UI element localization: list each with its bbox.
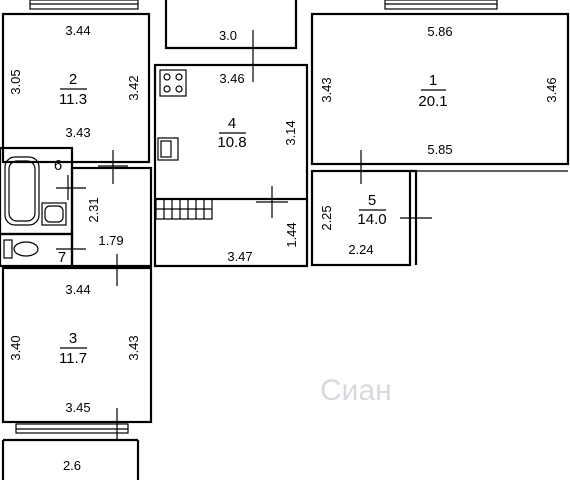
balcony-top [164,0,298,50]
room-1-dim-bottom: 5.85 [427,142,452,157]
room-4-area: 10.8 [217,134,246,151]
room-3-dim-top: 3.44 [65,282,90,297]
room-1-dim-left: 3.43 [319,77,334,102]
room-2-walls [1,12,151,164]
balcony-bottom [1,423,140,480]
room-1-dim-right: 3.46 [544,77,559,102]
room-3-dim-right: 3.43 [126,335,141,360]
room-4-dim-right: 3.14 [283,120,298,145]
room-1-walls [310,12,570,166]
room-6-number: 6 [54,157,62,174]
watermark: Сиан [320,374,392,407]
balcony-bottom-dim: 2.6 [63,458,81,473]
room-1-area: 20.1 [418,93,447,110]
room-3-number: 3 [69,330,77,347]
door-marks [56,30,432,440]
room-3-dim-bottom: 3.45 [65,400,90,415]
room-2-dim-top: 3.44 [65,23,90,38]
balcony-top-dim: 3.0 [219,28,237,43]
room-2-dim-left: 3.05 [8,69,23,94]
room-5-dim-bottom: 2.24 [348,242,373,257]
room-5-area: 14.0 [357,211,386,228]
room-1-number: 1 [429,72,437,89]
corridor-width-dim: 3.47 [227,249,252,264]
room-5-dim-left: 2.25 [319,205,334,230]
corridor-height-dim: 1.44 [284,222,299,247]
room-4-number: 4 [228,115,236,132]
room-3-area: 11.7 [59,350,87,367]
room-4-dim-top: 3.46 [219,71,244,86]
room-5-number: 5 [368,192,376,209]
room-3-walls [1,266,153,424]
top-windows [29,0,498,10]
corridor-walls [153,199,309,268]
room-2-dim-right: 3.42 [126,75,141,100]
room-2-number: 2 [69,71,77,88]
room-7-number: 7 [58,249,66,266]
room-4-walls [153,63,309,220]
hall-walls [70,166,153,268]
room-2-area: 11.3 [59,91,87,108]
hall-width-dim: 1.79 [98,233,123,248]
room-2-dim-bottom: 3.43 [65,125,90,140]
room-3-dim-left: 3.40 [8,335,23,360]
hall-height-dim: 2.31 [86,197,101,222]
room-1-dim-top: 5.86 [427,24,452,39]
